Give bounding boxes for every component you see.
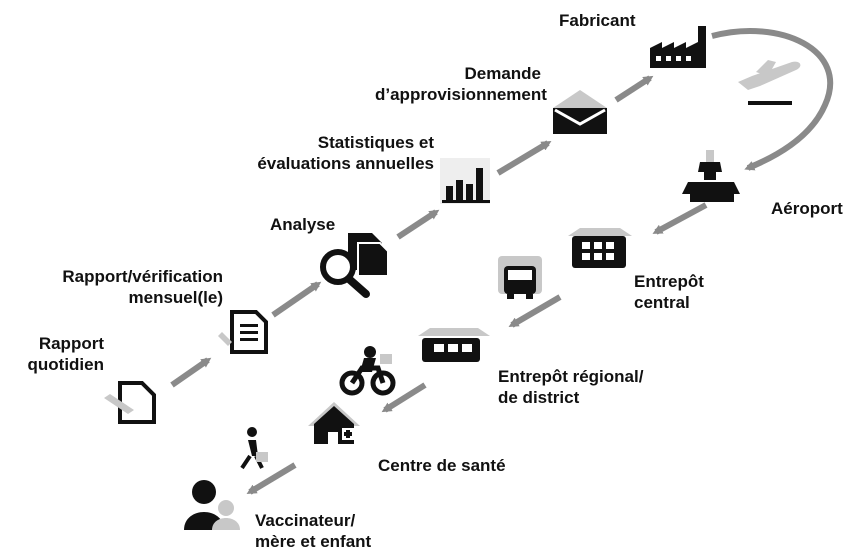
label-statistiques-line2: évaluations annuelles [257, 154, 434, 173]
arrow-analysis-to-stats [396, 209, 440, 240]
label-rapport-quotidien-line2: quotidien [27, 355, 104, 374]
monthly-report-icon [218, 310, 268, 354]
arrow-regional-to-health [381, 382, 427, 413]
label-vaccinateur: Vaccinateur/ mère et enfant [255, 510, 371, 552]
label-rapport-quotidien: Rapport quotidien [0, 333, 104, 375]
label-centre-sante: Centre de santé [378, 456, 506, 475]
arrow-health-to-vaccinator [246, 462, 297, 495]
label-entrepot-central-line1: Entrepôt [634, 272, 704, 291]
factory-icon [650, 26, 706, 68]
health-centre-icon [308, 402, 360, 444]
label-aeroport: Aéroport [771, 199, 843, 218]
label-entrepot-central: Entrepôt central [634, 271, 704, 313]
mother-child-icon [184, 480, 240, 530]
analysis-magnifier-icon [320, 233, 389, 298]
label-entrepot-regional: Entrepôt régional/ de district [498, 366, 643, 408]
arrow-stats-to-demand [496, 140, 552, 176]
arrow-factory-to-airport [711, 27, 834, 171]
reporting-arrows [170, 75, 654, 388]
airplane-icon [738, 60, 801, 105]
arrow-daily-to-monthly [170, 357, 212, 388]
envelope-icon [553, 90, 607, 134]
label-rapport-mensuel-line2: mensuel(le) [128, 288, 223, 307]
arrow-central-to-regional [508, 294, 562, 328]
central-warehouse-icon [568, 228, 632, 268]
regional-warehouse-icon [418, 328, 490, 362]
label-entrepot-central-line2: central [634, 293, 690, 312]
airport-terminal-icon [682, 150, 740, 202]
label-rapport-quotidien-line1: Rapport [38, 334, 104, 353]
label-entrepot-regional-line1: Entrepôt régional/ [498, 367, 644, 386]
arrow-monthly-to-analysis [271, 281, 322, 318]
label-demande-line2: d’approvisionnement [375, 85, 547, 104]
daily-report-icon [104, 381, 156, 424]
truck-icon [498, 256, 542, 299]
label-vaccinateur-line2: mère et enfant [255, 532, 372, 551]
label-entrepot-regional-line2: de district [498, 388, 580, 407]
label-fabricant: Fabricant [559, 11, 636, 30]
arrow-airport-to-central [652, 202, 708, 235]
label-demande-line1: Demande [464, 64, 541, 83]
label-statistiques: Statistiques et évaluations annuelles [222, 132, 434, 174]
label-rapport-mensuel-line1: Rapport/vérification [62, 267, 223, 286]
walking-person-icon [240, 427, 268, 470]
arrow-demand-to-factory [614, 75, 654, 103]
label-demande: Demande d’approvisionnement [375, 63, 547, 105]
label-vaccinateur-line1: Vaccinateur/ [255, 511, 356, 530]
supply-arrows [246, 27, 834, 495]
label-analyse: Analyse [270, 215, 336, 234]
label-rapport-mensuel: Rapport/vérification mensuel(le) [27, 266, 223, 308]
motorcycle-icon [339, 346, 396, 396]
bar-chart-icon [440, 158, 490, 204]
label-statistiques-line1: Statistiques et [317, 133, 434, 152]
